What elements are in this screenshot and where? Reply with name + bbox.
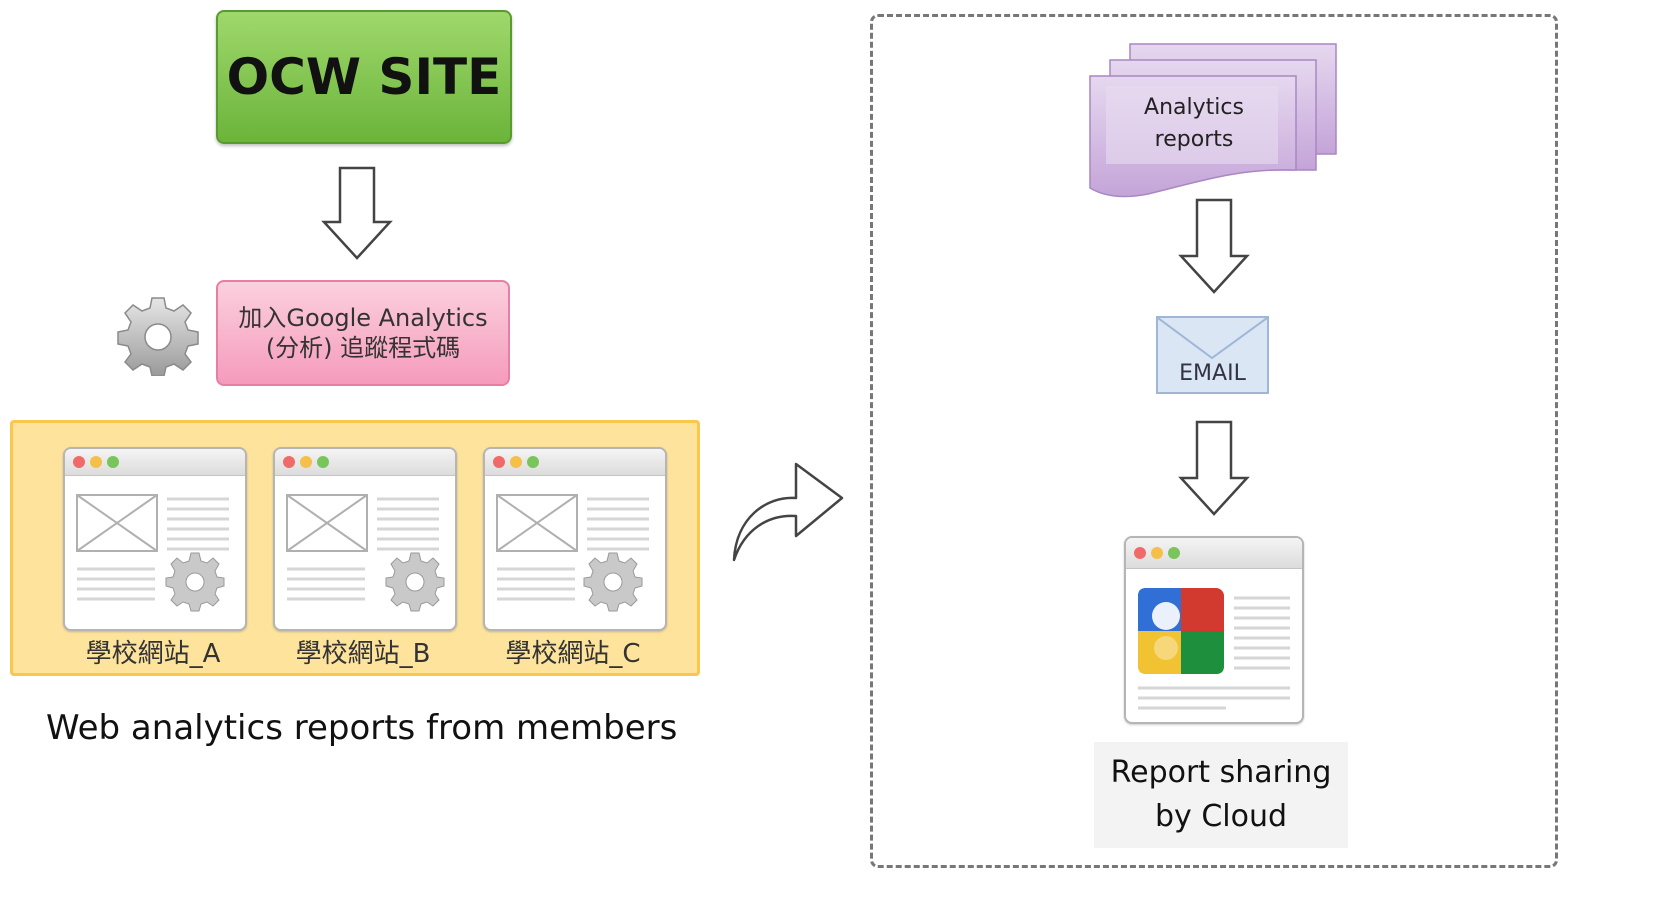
page-mockup-icon (286, 494, 445, 612)
cloud-sharing-panel (870, 14, 1558, 868)
browser-window-icon (483, 447, 667, 631)
site-label-a: 學校網站_A (85, 639, 221, 669)
cloud-caption-box: Report sharing by Cloud (1094, 742, 1348, 848)
ocw-site-box: OCW SITE (216, 10, 512, 144)
page-mockup-icon (76, 494, 229, 612)
email-envelope: EMAIL (1156, 316, 1269, 394)
ga-line-1: 加入Google Analytics (238, 304, 488, 332)
ocw-site-label: OCW SITE (226, 48, 502, 106)
google-logo-icon (1138, 588, 1224, 674)
browser-window-icon (1124, 536, 1304, 724)
analytics-reports-label: Analytics reports (1104, 92, 1284, 156)
reports-line-2: reports (1154, 127, 1234, 152)
curved-arrow-icon (732, 462, 844, 562)
down-arrow-icon (1178, 420, 1250, 516)
ga-line-2: (分析) 追蹤程式碼 (265, 334, 461, 362)
site-label-b: 學校網站_B (295, 639, 431, 669)
gear-icon (117, 297, 199, 376)
envelope-icon (1158, 318, 1267, 360)
reports-line-1: Analytics (1144, 95, 1244, 120)
email-label: EMAIL (1179, 361, 1246, 386)
cloud-caption-line-2: by Cloud (1154, 799, 1288, 834)
browser-window-icon (63, 447, 247, 631)
member-sites-panel: 學校網站_A 學校網站_B (10, 420, 700, 676)
cloud-caption-line-1: Report sharing (1110, 755, 1332, 790)
google-page-mockup (1138, 588, 1290, 710)
left-caption: Web analytics reports from members (46, 708, 678, 748)
site-label-c: 學校網站_C (505, 639, 641, 669)
analytics-reports-stack-icon (1089, 43, 1337, 198)
down-arrow-icon (1178, 198, 1250, 294)
browser-window-icon (273, 447, 457, 631)
page-mockup-icon (496, 494, 649, 612)
google-analytics-tracking-box: 加入Google Analytics (分析) 追蹤程式碼 (216, 280, 510, 386)
down-arrow-icon (321, 166, 393, 260)
